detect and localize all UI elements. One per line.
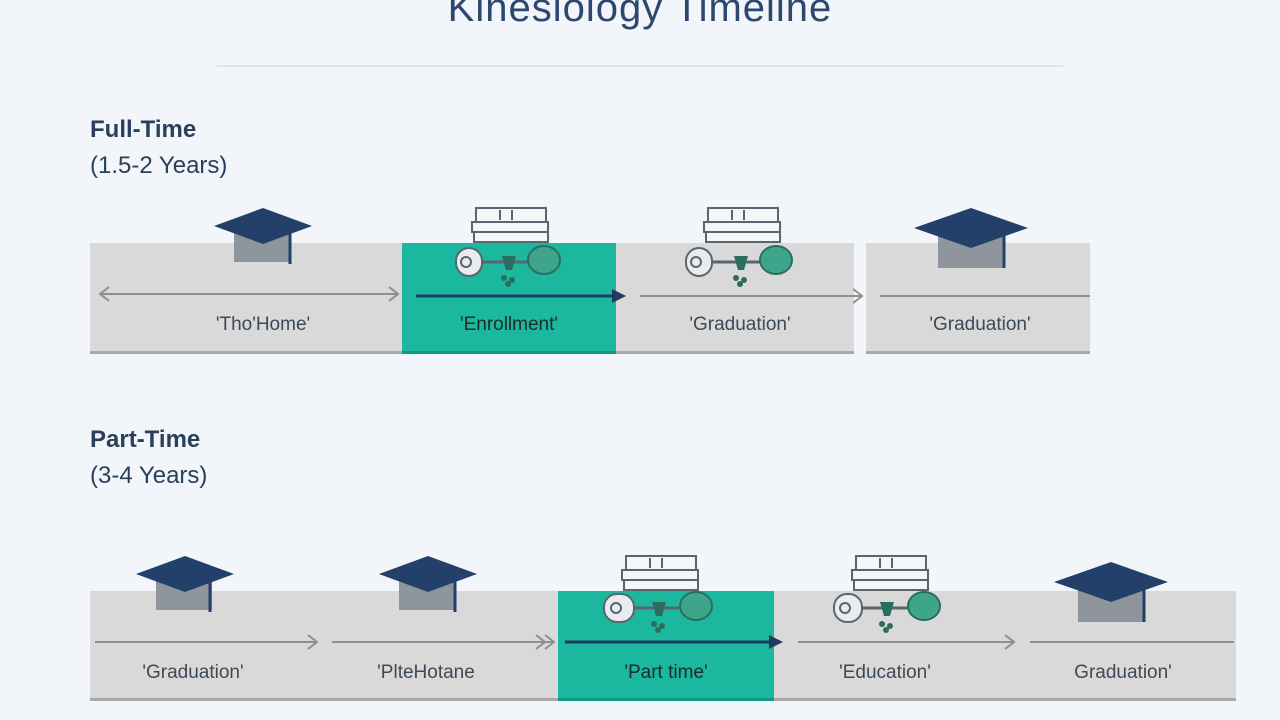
- books-equipment-icon: [685, 207, 793, 287]
- graduation-cap-icon: [1054, 562, 1168, 622]
- arrow-right-icon: [95, 634, 319, 650]
- part-time-duration: (3-4 Years): [90, 462, 208, 489]
- part-time-step-label-3: 'Part time': [624, 662, 708, 683]
- arrow-right-icon: [565, 635, 783, 649]
- books-equipment-icon: [455, 207, 561, 287]
- part-time-step-label-2: 'PlteHotane: [377, 662, 475, 683]
- double-arrow-icon: [98, 286, 400, 302]
- title-divider: [217, 65, 1063, 67]
- graduation-cap-icon: [136, 556, 234, 612]
- timeline-line: [880, 295, 1090, 297]
- full-time-heading: Full-Time: [90, 116, 197, 143]
- books-equipment-icon: [833, 555, 941, 633]
- timeline-line: [1030, 641, 1234, 643]
- graduation-cap-icon: [379, 556, 477, 612]
- graduation-cap-icon: [914, 208, 1028, 268]
- page-title: Kinesiology Timeline: [447, 0, 833, 30]
- graduation-cap-icon: [214, 208, 312, 264]
- double-chevron-arrow-icon: [332, 634, 556, 650]
- arrow-right-icon: [798, 634, 1016, 650]
- full-time-step-label-1: 'Tho'Home': [215, 314, 311, 335]
- part-time-step-label-5: Graduation': [1074, 662, 1172, 683]
- part-time-heading: Part-Time: [90, 426, 201, 453]
- full-time-step-label-2: 'Enrollment': [459, 314, 559, 335]
- full-time-duration: (1.5-2 Years): [90, 152, 228, 179]
- arrow-right-icon: [416, 289, 626, 303]
- part-time-step-label-4: 'Education': [839, 662, 931, 683]
- part-time-step-label-1: 'Graduation': [142, 662, 244, 683]
- full-time-step-label-3: 'Graduation': [689, 314, 791, 335]
- arrow-right-icon: [640, 288, 864, 304]
- full-time-step-label-4: 'Graduation': [929, 314, 1031, 335]
- books-equipment-icon: [603, 555, 713, 633]
